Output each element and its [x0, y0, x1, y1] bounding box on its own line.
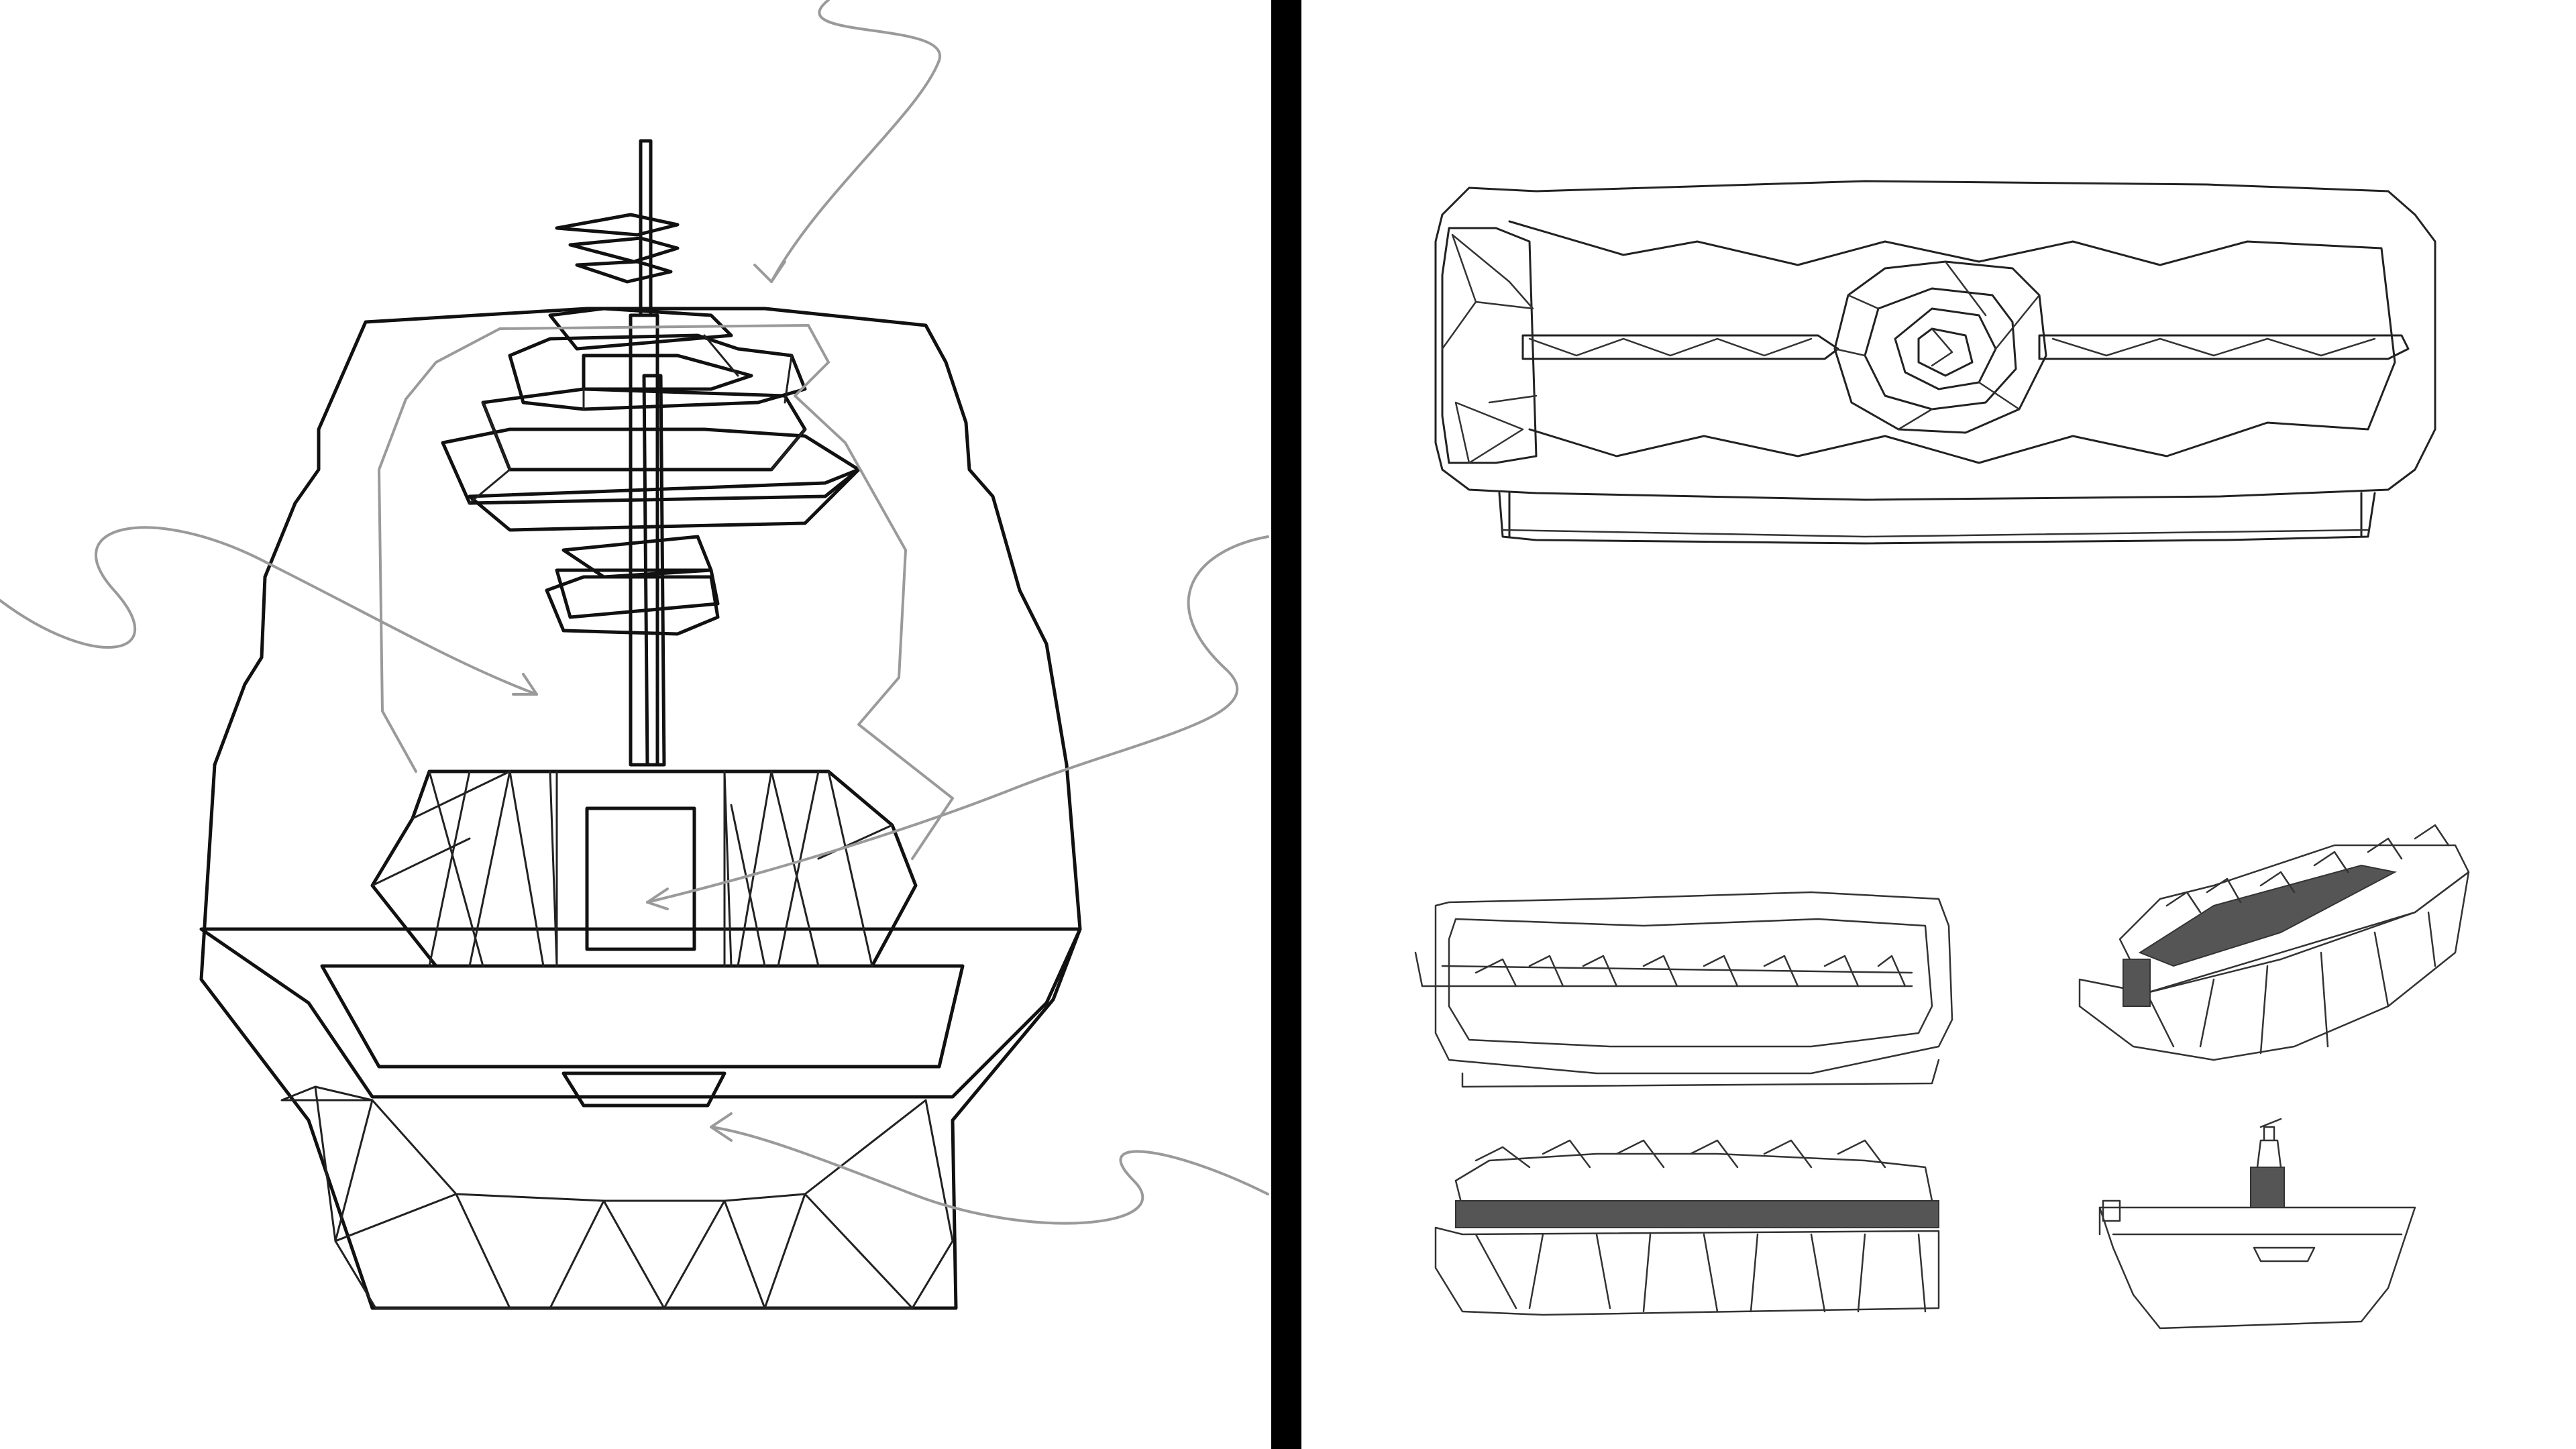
left-panel-front-elevation — [0, 0, 1269, 1310]
thumbnail-perspective-top — [2078, 824, 2470, 1061]
top-view-end-cap-left — [1441, 227, 1538, 464]
flow-arrowhead-top — [753, 260, 786, 283]
tank-outer-shell — [199, 307, 1082, 1310]
base-facets — [280, 1085, 954, 1309]
inner-flow-loop-left — [378, 398, 417, 773]
tank-skirt-band — [199, 927, 1082, 1099]
inner-flow-loop — [405, 324, 954, 860]
panel-divider — [1271, 0, 1301, 1449]
tank-skirt-inner — [320, 964, 965, 1069]
top-view-inner-zigzag — [1508, 220, 2396, 464]
water-flow-arrows — [0, 0, 1269, 1225]
thumbnail-top-view — [1414, 891, 1953, 1088]
flow-arrowhead-left — [512, 673, 538, 696]
flow-arrowhead-right — [646, 888, 669, 910]
thumbnail-side-elevation — [1434, 1139, 1940, 1316]
front-slot — [561, 1071, 727, 1108]
top-view-bar-left — [1521, 334, 1839, 360]
top-view-sketch — [1434, 180, 2436, 545]
pedestal-window — [585, 806, 696, 951]
plant-stalk — [629, 139, 666, 767]
flow-arrow-right — [646, 535, 1269, 904]
plant-leaf-layers — [441, 213, 861, 636]
right-panel-views — [1414, 180, 2470, 1330]
top-view-bar-right — [2038, 334, 2410, 360]
top-view-outline — [1434, 180, 2436, 501]
flow-arrowhead-bottom — [710, 1112, 733, 1142]
flow-arrow-left — [0, 526, 538, 696]
flow-arrow-top — [770, 0, 942, 283]
pedestal-window-frame — [555, 770, 726, 967]
flow-arrow-bottom — [710, 1126, 1269, 1225]
pedestal-facets — [371, 770, 894, 967]
rose-motif — [1833, 260, 2047, 434]
thumbnail-front-with-figure — [2098, 1118, 2416, 1330]
